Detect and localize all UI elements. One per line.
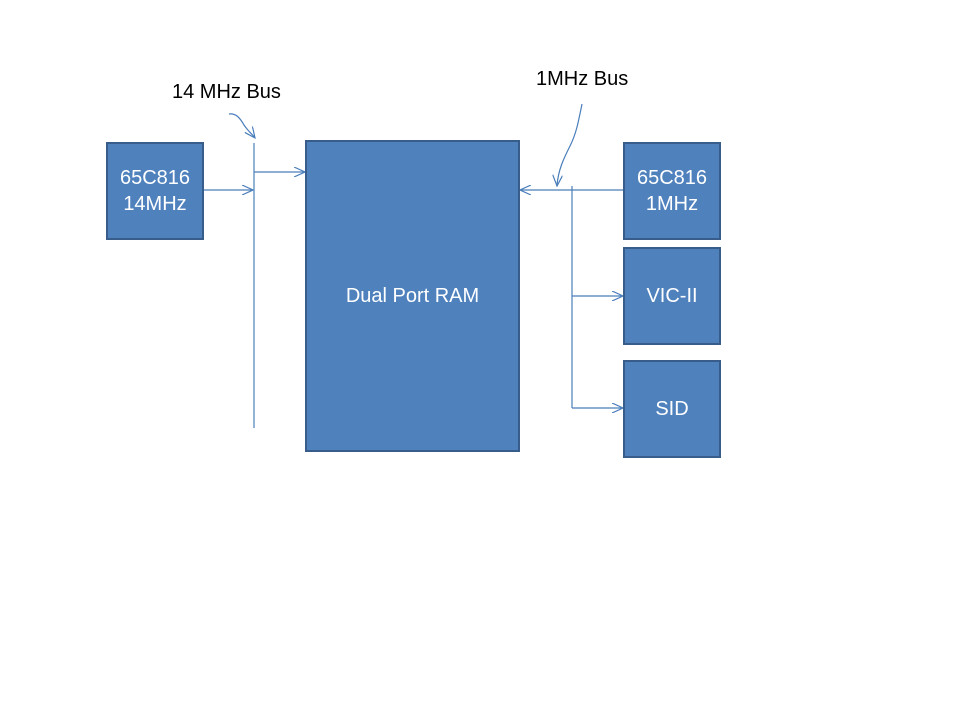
ram-label: Dual Port RAM [345, 285, 480, 307]
vic-ii-block: VIC-II [623, 247, 721, 345]
callout-1mhz [557, 103, 583, 186]
cpu-slow-clock: 1MHz [645, 193, 699, 215]
cpu-fast-name: 65C816 [119, 167, 191, 189]
callout-14mhz [228, 113, 255, 138]
cpu-fast-clock: 14MHz [123, 193, 187, 215]
cpu-slow-name: 65C816 [636, 167, 708, 189]
cpu-65c816-1mhz-block: 65C816 1MHz [623, 142, 721, 240]
dual-port-ram-block: Dual Port RAM [305, 140, 520, 452]
bus-1mhz-label: 1MHz Bus [536, 68, 629, 90]
vic-label: VIC-II [646, 285, 698, 307]
bus-14mhz-label: 14 MHz Bus [172, 81, 281, 103]
sid-block: SID [623, 360, 721, 458]
cpu-65c816-14mhz-block: 65C816 14MHz [106, 142, 204, 240]
sid-label: SID [655, 398, 689, 420]
